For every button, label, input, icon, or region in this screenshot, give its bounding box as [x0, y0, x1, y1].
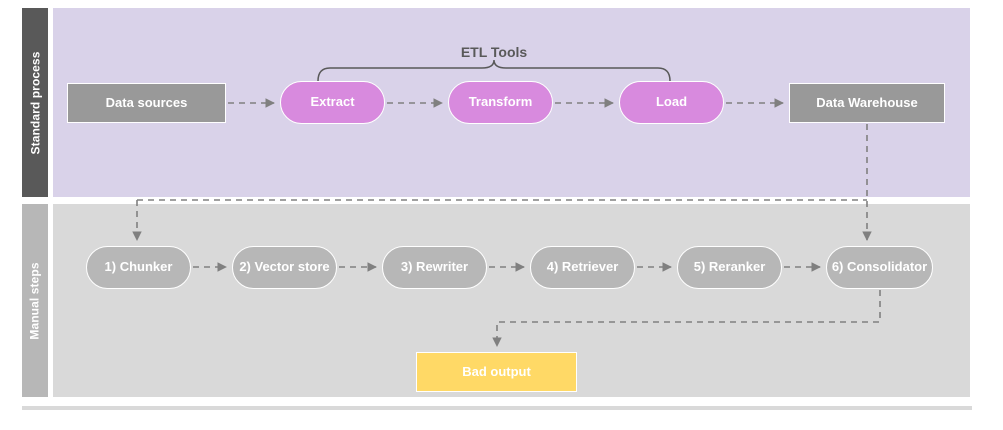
node-transform[interactable]: Transform	[448, 81, 553, 124]
bottom-divider	[22, 406, 972, 410]
lane-header-standard-process: Standard process	[22, 8, 48, 197]
node-vector-store[interactable]: 2) Vector store	[232, 246, 337, 289]
node-consolidator-label: 6) Consolidator	[831, 259, 928, 275]
etl-tools-label: ETL Tools	[460, 44, 528, 60]
node-data-sources-label: Data sources	[105, 94, 188, 110]
node-data-sources[interactable]: Data sources	[67, 83, 226, 123]
node-rewriter[interactable]: 3) Rewriter	[382, 246, 487, 289]
lane-header-manual-steps-label: Manual steps	[28, 261, 43, 340]
lane-header-standard-process-label: Standard process	[28, 51, 42, 154]
node-retriever[interactable]: 4) Retriever	[530, 246, 635, 289]
node-extract-label: Extract	[310, 94, 355, 110]
node-retriever-label: 4) Retriever	[546, 259, 619, 275]
node-chunker[interactable]: 1) Chunker	[86, 246, 191, 289]
node-load[interactable]: Load	[619, 81, 724, 124]
node-reranker[interactable]: 5) Reranker	[677, 246, 782, 289]
node-data-warehouse[interactable]: Data Warehouse	[789, 83, 945, 123]
node-bad-output-label: Bad output	[462, 363, 531, 379]
node-vector-store-label: 2) Vector store	[239, 259, 330, 275]
node-consolidator[interactable]: 6) Consolidator	[826, 246, 933, 289]
lane-header-manual-steps: Manual steps	[22, 204, 48, 397]
node-extract[interactable]: Extract	[280, 81, 385, 124]
node-reranker-label: 5) Reranker	[693, 259, 766, 275]
node-bad-output[interactable]: Bad output	[416, 352, 577, 392]
node-chunker-label: 1) Chunker	[104, 259, 173, 275]
node-transform-label: Transform	[468, 94, 533, 110]
node-load-label: Load	[655, 94, 688, 110]
node-data-warehouse-label: Data Warehouse	[816, 94, 918, 110]
node-rewriter-label: 3) Rewriter	[400, 259, 469, 275]
